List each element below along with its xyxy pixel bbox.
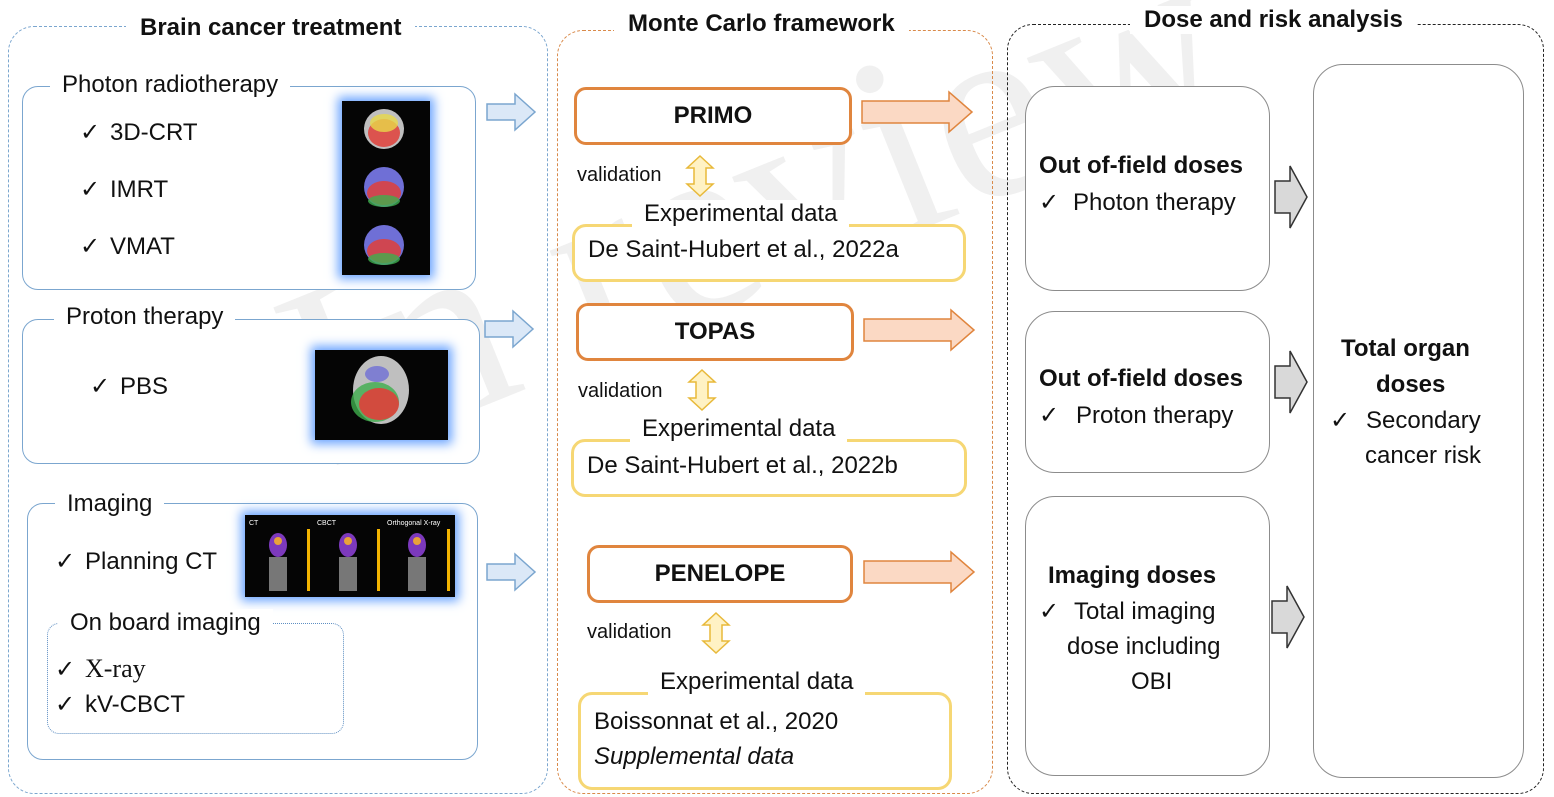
check-icon: ✓ [55,548,76,575]
total-organ-title-1: Total organ [1341,335,1470,362]
check-icon: ✓ [1039,402,1060,429]
engine-primo: PRIMO [574,87,852,145]
dose-box-photon [1025,86,1270,291]
check-icon: ✓ [80,176,101,203]
check-icon: ✓ [1039,189,1060,216]
check-icon: ✓ [1039,598,1060,625]
obi-item-xray: ✓X-ray [55,654,146,683]
obi-group-title: On board imaging [58,609,273,637]
check-icon: ✓ [80,233,101,260]
obi-item-kvcbct: ✓kV-CBCT [55,691,186,718]
treatment-column-title: Brain cancer treatment [126,14,416,42]
check-icon: ✓ [55,656,76,683]
check-icon: ✓ [90,373,111,400]
proton-item-pbs: ✓PBS [90,373,169,400]
dose-box-imaging-line2: dose including [1067,633,1221,660]
experimental-title-topas: Experimental data [630,415,848,443]
experimental-title-penelope: Experimental data [648,668,866,696]
image-label-ct: CT [249,520,259,527]
total-organ-title-2: doses [1376,371,1446,398]
blue-arrow-imaging [486,552,537,592]
gray-arrow-proton [1274,350,1308,414]
experimental-note-penelope: Supplemental data [594,743,795,770]
dose-box-imaging-title: Imaging doses [1048,562,1217,589]
check-icon: ✓ [1330,407,1351,434]
proton-dose-image [315,350,448,440]
engine-arrow-penelope [863,550,976,594]
dose-box-imaging-line3: OBI [1131,668,1173,695]
blue-arrow-proton [484,309,535,349]
imaging-group-title: Imaging [55,490,165,518]
total-organ-line2: cancer risk [1365,442,1482,469]
dose-box-imaging-line1: ✓Total imaging [1039,598,1216,625]
photon-dose-image [342,101,430,275]
dose-box-imaging [1025,496,1270,776]
photon-item-vmat: ✓VMAT [80,233,175,260]
total-organ-line1: ✓Secondary [1330,407,1481,434]
engine-arrow-topas [863,308,976,352]
validation-label-primo: validation [577,164,662,186]
mc-column-title: Monte Carlo framework [614,10,909,38]
photon-group-title: Photon radiotherapy [50,71,291,99]
gray-arrow-imaging [1271,585,1305,649]
dose-box-proton-title: Out of-field doses [1039,365,1243,392]
image-label-cbct: CBCT [317,520,337,527]
total-organ-box [1313,64,1524,778]
experimental-reference-primo: De Saint-Hubert et al., 2022a [588,236,899,263]
check-icon: ✓ [55,691,76,718]
dose-box-photon-line: ✓Photon therapy [1039,189,1236,216]
gray-arrow-photon [1274,165,1308,229]
experimental-box-primo [572,224,966,282]
image-label-xray: Orthogonal X-ray [387,520,441,527]
engine-arrow-primo [861,90,974,134]
validation-arrow-primo [685,154,715,198]
engine-topas: TOPAS [576,303,854,361]
engine-penelope: PENELOPE [587,545,853,603]
validation-label-penelope: validation [587,621,672,643]
experimental-title-primo: Experimental data [632,200,850,228]
dose-box-proton [1025,311,1270,473]
imaging-dose-image: CT CBCT Orthogonal X-ray [245,515,455,597]
validation-arrow-topas [687,368,717,412]
dose-box-proton-line: ✓Proton therapy [1039,402,1234,429]
proton-group-title: Proton therapy [54,303,236,331]
photon-item-3dcrt: ✓3D-CRT [80,119,198,146]
photon-item-imrt: ✓IMRT [80,176,169,203]
experimental-reference-penelope: Boissonnat et al., 2020 [594,708,839,735]
imaging-item-planning-ct: ✓Planning CT [55,548,218,575]
experimental-reference-topas: De Saint-Hubert et al., 2022b [587,452,898,479]
validation-arrow-penelope [701,611,731,655]
blue-arrow-photon [486,92,537,132]
check-icon: ✓ [80,119,101,146]
dose-box-photon-title: Out of-field doses [1039,152,1243,179]
analysis-column-title: Dose and risk analysis [1130,6,1417,34]
validation-label-topas: validation [578,380,663,402]
